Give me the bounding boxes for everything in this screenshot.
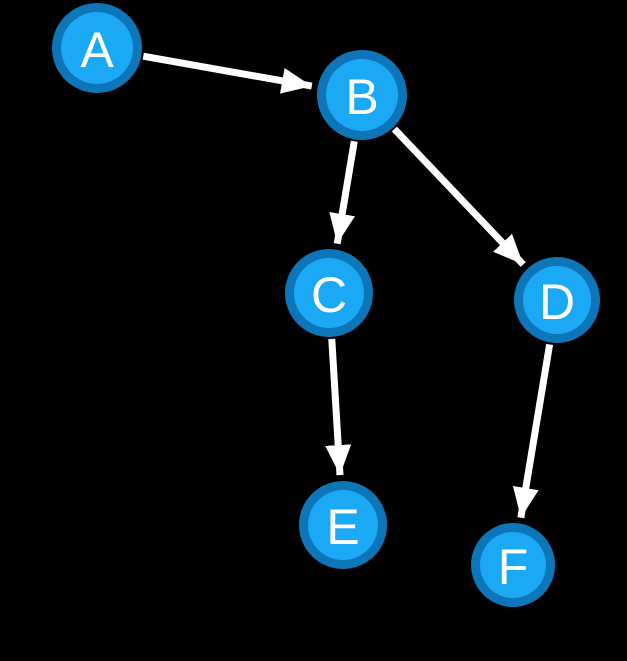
node-fill [308, 490, 378, 560]
node-D[interactable]: D [514, 257, 600, 343]
node-C[interactable]: C [285, 249, 373, 337]
node-B[interactable]: B [317, 50, 407, 140]
node-fill [326, 59, 398, 131]
node-A[interactable]: A [52, 3, 142, 93]
node-E[interactable]: E [299, 481, 387, 569]
edge-A-B [142, 52, 313, 94]
edge-B-D [391, 126, 526, 267]
node-fill [523, 266, 591, 334]
edges-layer [142, 52, 554, 519]
edge-B-C [329, 140, 358, 245]
node-fill [61, 12, 133, 84]
node-fill [294, 258, 364, 328]
edge-D-F [512, 343, 554, 519]
node-fill [480, 532, 546, 598]
edge-C-E [325, 338, 352, 476]
node-F[interactable]: F [471, 523, 555, 607]
